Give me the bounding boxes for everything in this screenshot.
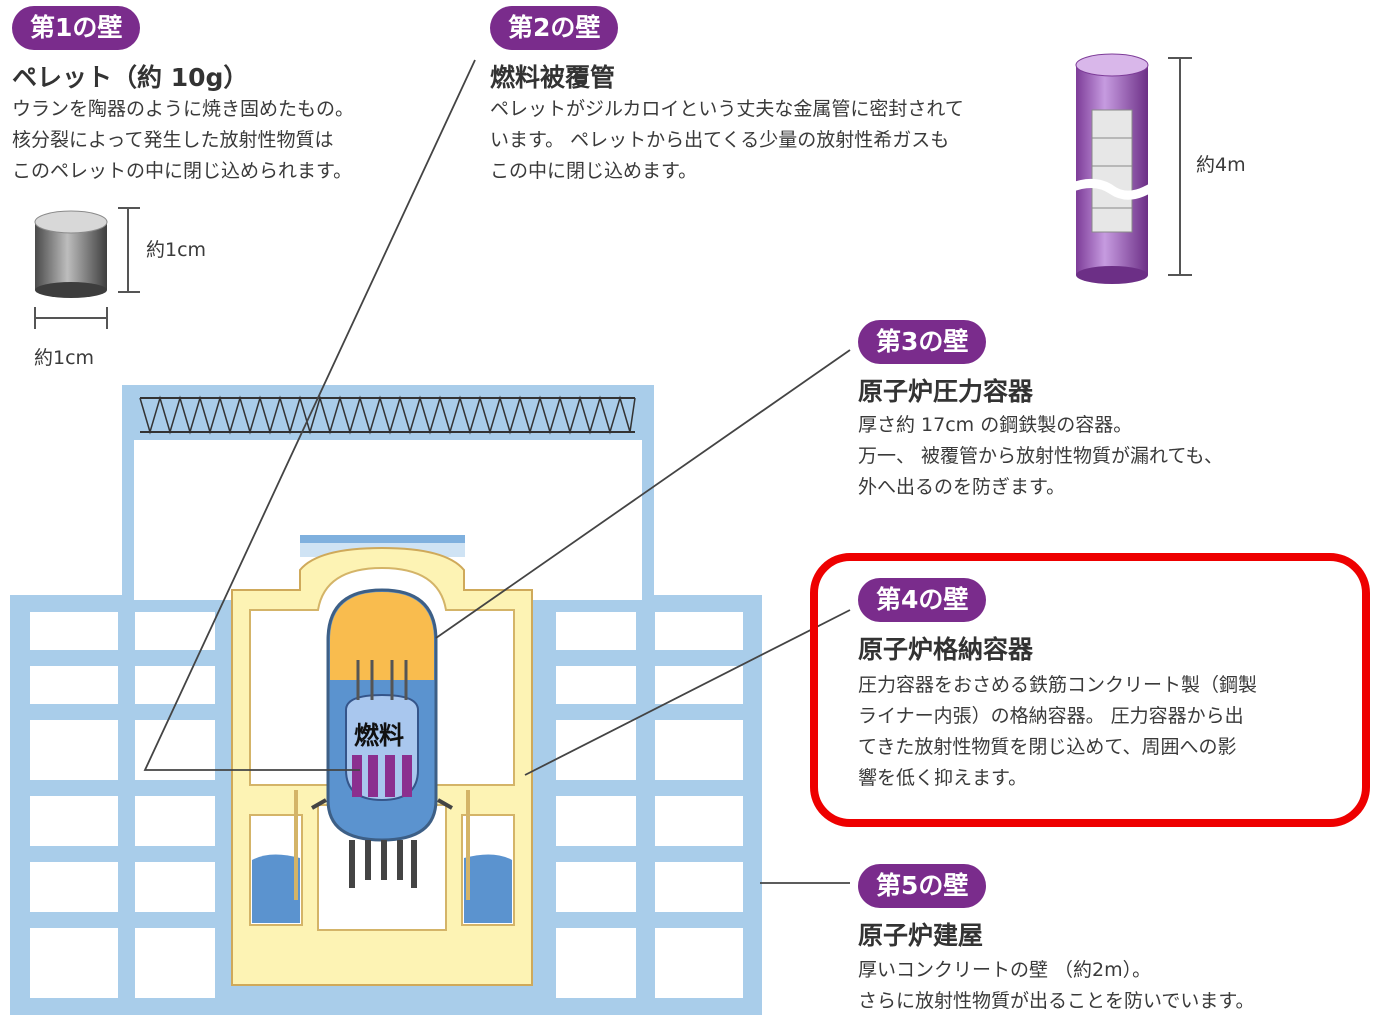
wall-3-line: 外へ出るのを防ぎます。 — [858, 476, 1066, 498]
wall-3-line: 厚さ約 17cm の鋼鉄製の容器。 — [858, 414, 1133, 436]
wall-5-badge: 第5の壁 — [858, 864, 987, 908]
wall-4-badge: 第4の壁 — [858, 578, 987, 622]
pellet-width-label: 約1cm — [34, 347, 95, 369]
wall-1-badge: 第1の壁 — [12, 6, 141, 50]
wall-2-title: 燃料被覆管 — [490, 63, 616, 92]
wall-5-line: さらに放射性物質が出ることを防いでいます。 — [858, 990, 1255, 1012]
reactor-building — [10, 385, 762, 1015]
wall-3-description: 厚さ約 17cm の鋼鉄製の容器。 万一、 被覆管から放射性物質が漏れても、 外… — [858, 410, 1223, 503]
wall-3-line: 万一、 被覆管から放射性物質が漏れても、 — [858, 445, 1223, 467]
leader-lines — [143, 59, 851, 884]
wall-2-line: います。 ペレットから出てくる少量の放射性希ガスも — [490, 129, 950, 151]
pellet-illustration — [34, 207, 140, 329]
fuel-label: 燃料 — [354, 721, 405, 750]
wall-1-line: このペレットの中に閉じ込められます。 — [12, 160, 353, 182]
wall-1-line: 核分裂によって発生した放射性物質は — [12, 129, 334, 151]
wall-2-description: ペレットがジルカロイという丈夫な金属管に密封されて います。 ペレットから出てく… — [490, 94, 964, 187]
wall-3-badge: 第3の壁 — [858, 320, 987, 364]
wall-1-title: ペレット（約 10g） — [12, 63, 249, 92]
wall-5-line: 厚いコンクリートの壁 （約2m）。 — [858, 959, 1152, 981]
wall-4-description: 圧力容器をおさめる鉄筋コンクリート製（鋼製 ライナー内張）の格納容器。 圧力容器… — [858, 670, 1257, 794]
wall-5-description: 厚いコンクリートの壁 （約2m）。 さらに放射性物質が出ることを防いでいます。 — [858, 955, 1255, 1017]
wall-4-line: 圧力容器をおさめる鉄筋コンクリート製（鋼製 — [858, 674, 1258, 696]
pellet-height-label: 約1cm — [146, 239, 207, 261]
wall-4-line: ライナー内張）の格納容器。 圧力容器から出 — [858, 705, 1244, 727]
wall-4-line: 響を低く抑えます。 — [858, 767, 1028, 789]
wall-2-line: この中に閉じ込めます。 — [490, 160, 698, 182]
pressure-vessel — [311, 588, 453, 888]
wall-3-title: 原子炉圧力容器 — [858, 377, 1034, 406]
tube-length-label: 約4m — [1196, 154, 1246, 176]
wall-1-line: ウランを陶器のように焼き固めたもの。 — [12, 98, 355, 120]
cladding-tube-illustration — [1068, 53, 1192, 284]
wall-2-badge: 第2の壁 — [490, 6, 619, 50]
wall-5-title: 原子炉建屋 — [858, 921, 984, 950]
wall-1-description: ウランを陶器のように焼き固めたもの。 核分裂によって発生した放射性物質は このペ… — [12, 94, 354, 187]
wall-2-line: ペレットがジルカロイという丈夫な金属管に密封されて — [490, 98, 964, 120]
wall-4-title: 原子炉格納容器 — [858, 635, 1034, 664]
wall-4-highlight-frame — [810, 553, 1370, 827]
wall-4-line: てきた放射性物質を閉じ込めて、周囲への影 — [858, 736, 1237, 758]
